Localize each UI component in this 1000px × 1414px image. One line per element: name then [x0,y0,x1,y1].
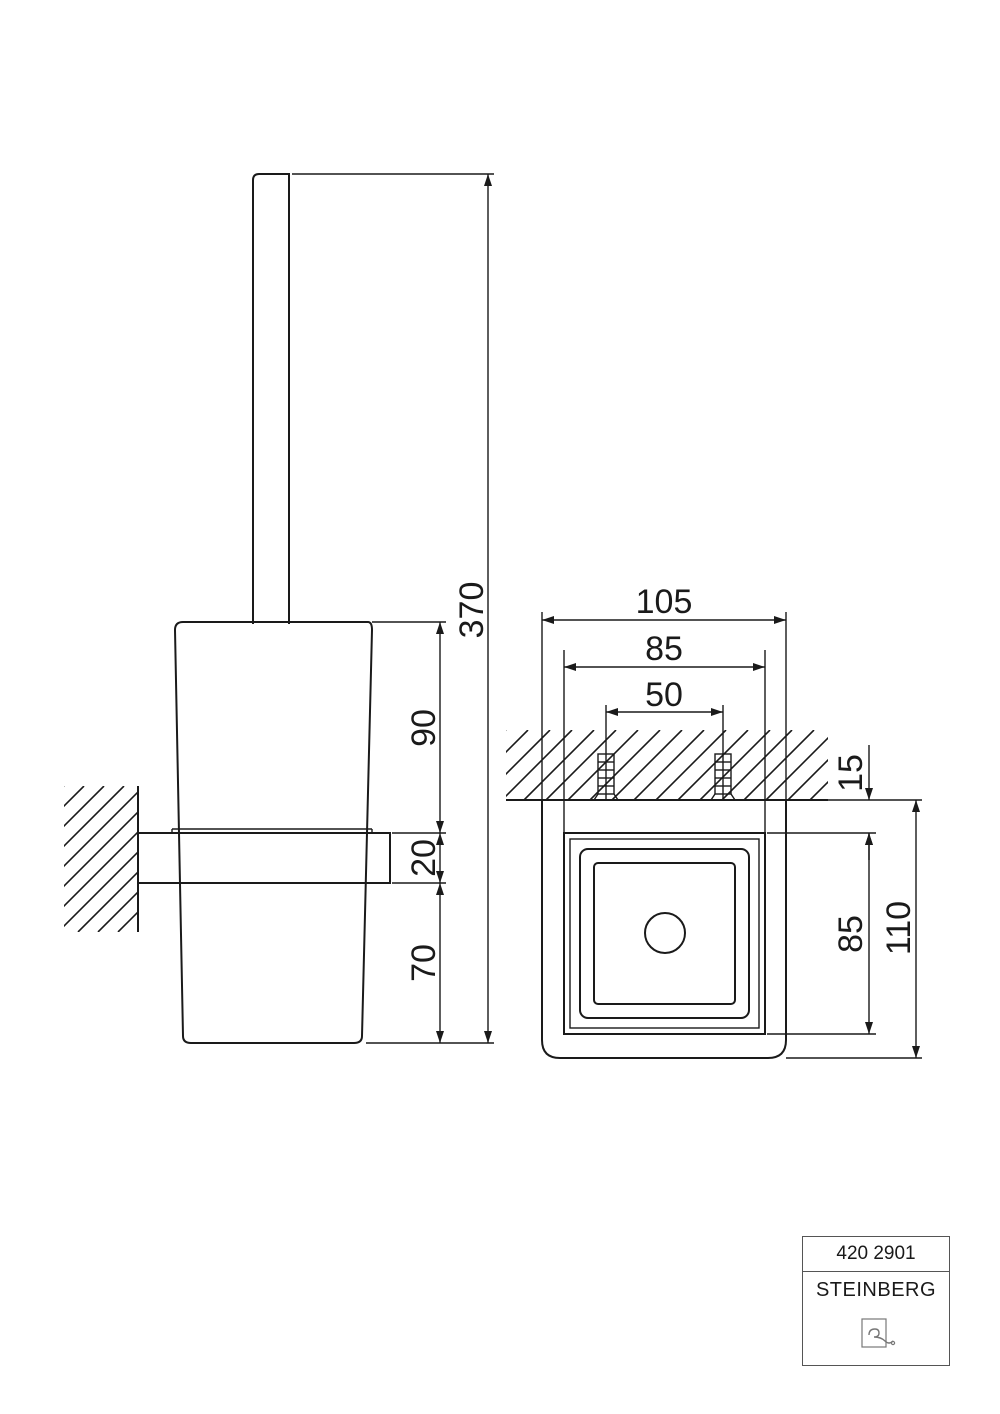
hatch-line [633,730,705,800]
brand-name: STEINBERG [815,1278,937,1301]
brush-container [173,621,374,1044]
dim-label-50: 50 [645,676,683,714]
holder-outline-top [541,800,787,1059]
dim-label-85-depth: 85 [832,915,870,953]
hatch-line [64,786,65,788]
wall-section-top [506,730,828,801]
hatch-line [721,730,793,800]
hatch-line [64,790,138,868]
article-number: 420 2901 [803,1237,949,1272]
hatch-line [655,730,727,800]
dimension-hole-spacing-50 [605,705,724,748]
hatch-line [787,758,828,800]
hatch-line [64,786,105,828]
dimension-upper-90 [372,621,446,834]
hatch-line [117,910,138,932]
wall-anchor-left [593,748,619,801]
hatch-line [97,890,138,932]
hatch-line [77,870,138,932]
steinberg-logo-icon [861,1318,896,1348]
dim-label-370: 370 [453,582,491,639]
hatch-line [64,850,138,928]
hatch-line [506,730,551,776]
wall-anchor-right [710,748,736,801]
dim-label-90: 90 [405,709,443,747]
dimension-depth-85 [767,833,876,1035]
hatch-line [506,730,573,798]
hatch-line [64,810,138,888]
dim-label-105: 105 [636,583,693,621]
dimension-lower-70 [436,883,444,1043]
hatch-line [589,730,661,800]
dimension-width-85 [563,650,766,833]
cup-top-outline [563,832,766,1035]
hatch-line [567,730,639,800]
top-view: 105 85 50 15 [506,583,922,1059]
wall-holder [137,828,391,884]
dimension-depth-110 [786,800,922,1059]
hatch-line [699,730,771,800]
wall-section-left [64,786,139,932]
hatch-line [523,730,595,800]
hatch-line [743,730,815,800]
dim-label-15: 15 [832,754,870,792]
title-block: 420 2901 STEINBERG [802,1236,950,1366]
dim-label-20: 20 [405,839,443,877]
hatch-line [809,780,828,800]
dimension-overall-height [292,173,494,1044]
dim-label-70: 70 [405,944,443,982]
hatch-line [64,786,125,848]
hatch-line [677,730,749,800]
hatch-line [64,830,138,908]
dim-label-110: 110 [880,901,918,955]
hatch-line [765,736,828,800]
hatch-line [506,730,507,732]
dimension-width-105 [541,612,787,800]
hatch-line [506,730,529,754]
side-view: 370 90 20 70 [64,173,494,1044]
brush-handle [252,173,290,624]
hatch-line [137,930,138,932]
hatch-line [545,730,617,800]
dim-label-85-width: 85 [645,630,683,668]
dimension-band-20 [392,833,446,884]
hatch-line [611,730,683,800]
